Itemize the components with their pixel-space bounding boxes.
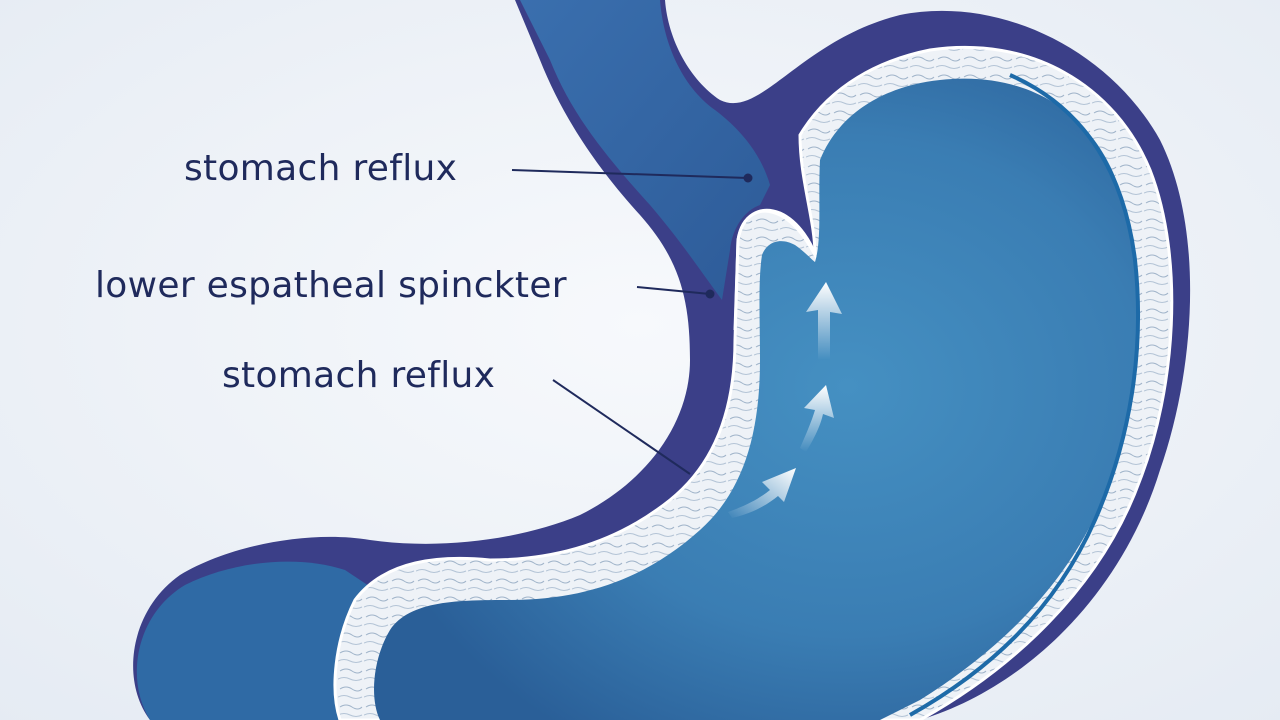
leader-line-top bbox=[511, 169, 749, 179]
label-top: stomach reflux bbox=[184, 148, 457, 189]
leader-line-bottom bbox=[552, 379, 691, 475]
label-group: stomach reflux lower espatheal spinckter… bbox=[95, 148, 567, 396]
label-middle: lower espatheal spinckter bbox=[95, 265, 567, 306]
label-bottom: stomach reflux bbox=[222, 355, 495, 396]
leader-line-middle bbox=[636, 286, 711, 295]
stomach-inner-line bbox=[909, 73, 1140, 717]
stomach-body bbox=[374, 78, 1139, 720]
leader-lines bbox=[511, 169, 753, 475]
esophagus bbox=[520, 0, 770, 300]
sphincter-outline bbox=[733, 208, 817, 331]
arrow-up-icon bbox=[806, 282, 842, 360]
arrow-up-icon bbox=[728, 468, 796, 518]
leader-dot-top bbox=[743, 173, 753, 183]
reflux-arrows bbox=[728, 282, 842, 518]
leader-dot-middle bbox=[705, 289, 715, 299]
arrow-up-icon bbox=[800, 385, 834, 452]
pylorus bbox=[136, 561, 390, 720]
